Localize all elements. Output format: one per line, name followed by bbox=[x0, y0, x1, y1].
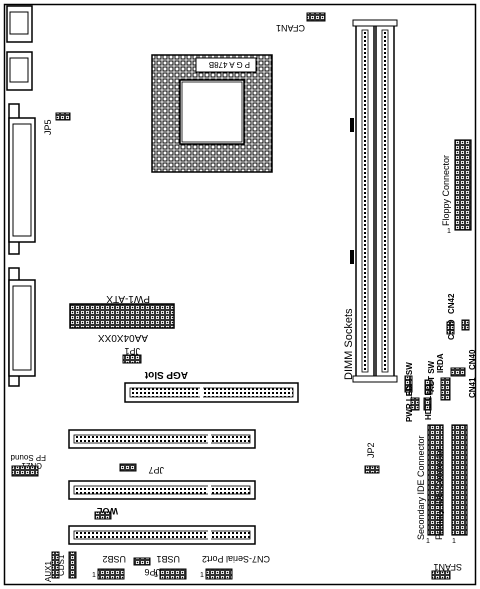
jp7-jumper: JP7 bbox=[119, 463, 164, 475]
agp-label: AGP Slot bbox=[144, 369, 188, 380]
pci-slots bbox=[68, 429, 256, 545]
cpu-socket: P G A 478B bbox=[151, 54, 273, 173]
irda-label: IRDA bbox=[436, 353, 445, 373]
aux1-label: AUX1 bbox=[44, 561, 53, 582]
floppy-connector: Floppy Connector 1 bbox=[441, 139, 472, 235]
secondary-ide-label: Secondary IDE Connector bbox=[416, 435, 426, 540]
secondary-ide-pin1: 1 bbox=[426, 538, 430, 545]
cfan1-header: CFAN1 bbox=[276, 12, 326, 33]
cn21-fp-sound: CN21 FP Sound bbox=[11, 453, 46, 477]
fp-sound-label: FP Sound bbox=[11, 453, 46, 462]
primary-ide-label: Primary IDE Connector bbox=[434, 447, 444, 540]
pw1-code: AA04X0XX bbox=[98, 332, 148, 343]
cn40-label: CN40 bbox=[468, 349, 477, 370]
cn41-label: CN41 bbox=[468, 377, 477, 398]
front-panel-headers: CN39 CN42 CN40 CN41 IRDA RST SW HDD LED … bbox=[404, 293, 477, 422]
floppy-pin1: 1 bbox=[447, 228, 451, 235]
ide-connectors: Secondary IDE Connector 1 Primary IDE Co… bbox=[416, 424, 468, 545]
bottom-headers: USB2 1 JP6 USB1 1 CN7-Serial Port2 1 bbox=[92, 554, 270, 580]
cfan1-label: CFAN1 bbox=[276, 23, 305, 33]
socket-label: P G A 478B bbox=[209, 60, 250, 69]
cn42-label: CN42 bbox=[447, 293, 456, 314]
rear-io-connectors bbox=[6, 5, 36, 387]
floppy-label: Floppy Connector bbox=[441, 155, 451, 226]
jp1-jumper: JP1 bbox=[122, 346, 142, 364]
aux1-cds1-headers: AUX1 CDS1 bbox=[44, 551, 77, 582]
usb2-pin1: 1 bbox=[92, 572, 96, 579]
sfan1-label: SFAN1 bbox=[433, 562, 462, 572]
cn7-pin1: 1 bbox=[200, 572, 204, 579]
pwr-led-label: PWR LED bbox=[405, 385, 414, 422]
rst-sw-label: RST SW bbox=[427, 360, 436, 392]
jp7-label: JP7 bbox=[148, 465, 164, 475]
cds1-label: CDS1 bbox=[57, 554, 66, 576]
agp-slot: AGP Slot bbox=[124, 369, 299, 403]
jp1-label: JP1 bbox=[124, 346, 140, 356]
wol-label: WOL bbox=[97, 506, 118, 516]
sfan1-header: SFAN1 bbox=[431, 562, 462, 580]
jp6-label: JP6 bbox=[144, 567, 160, 577]
primary-ide-pin1: 1 bbox=[452, 538, 456, 545]
wol-header: WOL bbox=[94, 506, 118, 520]
jp2-label: JP2 bbox=[366, 442, 376, 458]
usb1-label: USB1 bbox=[156, 554, 180, 564]
dimm-label: DIMM Sockets bbox=[343, 308, 355, 380]
jp5-jumper: JP5 bbox=[43, 112, 71, 135]
jp2-jumper: JP2 bbox=[364, 442, 380, 474]
usb2-label: USB2 bbox=[102, 554, 126, 564]
pw1-label: PW1-ATX bbox=[106, 293, 150, 304]
pw1-atx-connector: PW1-ATX AA04X0XX bbox=[69, 293, 175, 343]
dimm-sockets: DIMM Sockets bbox=[343, 19, 398, 383]
usb1-pin1: 1 bbox=[154, 572, 158, 579]
jp5-label: JP5 bbox=[43, 119, 53, 135]
cn7-label: CN7-Serial Port2 bbox=[202, 554, 270, 564]
